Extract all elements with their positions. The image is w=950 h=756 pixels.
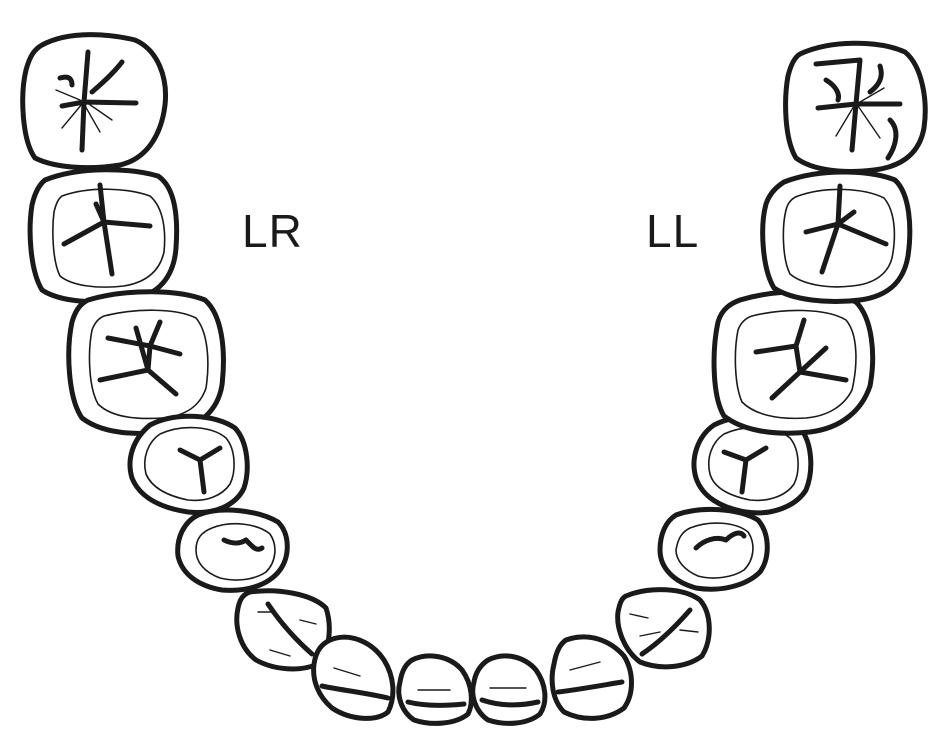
tooth-ll-first-premolar bbox=[657, 506, 770, 592]
tooth-lr-first-molar bbox=[66, 289, 226, 436]
tooth-ll-canine bbox=[615, 587, 712, 670]
right-side-label: LL bbox=[646, 205, 700, 257]
tooth-ll-central-incisor bbox=[470, 653, 548, 726]
tooth-lr-second-molar bbox=[27, 167, 180, 305]
tooth-lr-second-premolar bbox=[127, 413, 250, 516]
tooth-lr-first-premolar bbox=[175, 507, 290, 593]
tooth-ll-third-molar bbox=[783, 40, 928, 174]
tooth-lr-lateral-incisor bbox=[311, 634, 396, 721]
tooth-lr-third-molar bbox=[20, 32, 169, 171]
tooth-lr-canine bbox=[234, 588, 332, 672]
tooth-ll-lateral-incisor bbox=[549, 634, 634, 721]
tooth-ll-second-molar bbox=[760, 169, 913, 304]
tooth-ll-first-molar bbox=[711, 289, 876, 436]
tooth-lr-central-incisor bbox=[396, 653, 474, 726]
left-side-label: LR bbox=[242, 205, 303, 257]
